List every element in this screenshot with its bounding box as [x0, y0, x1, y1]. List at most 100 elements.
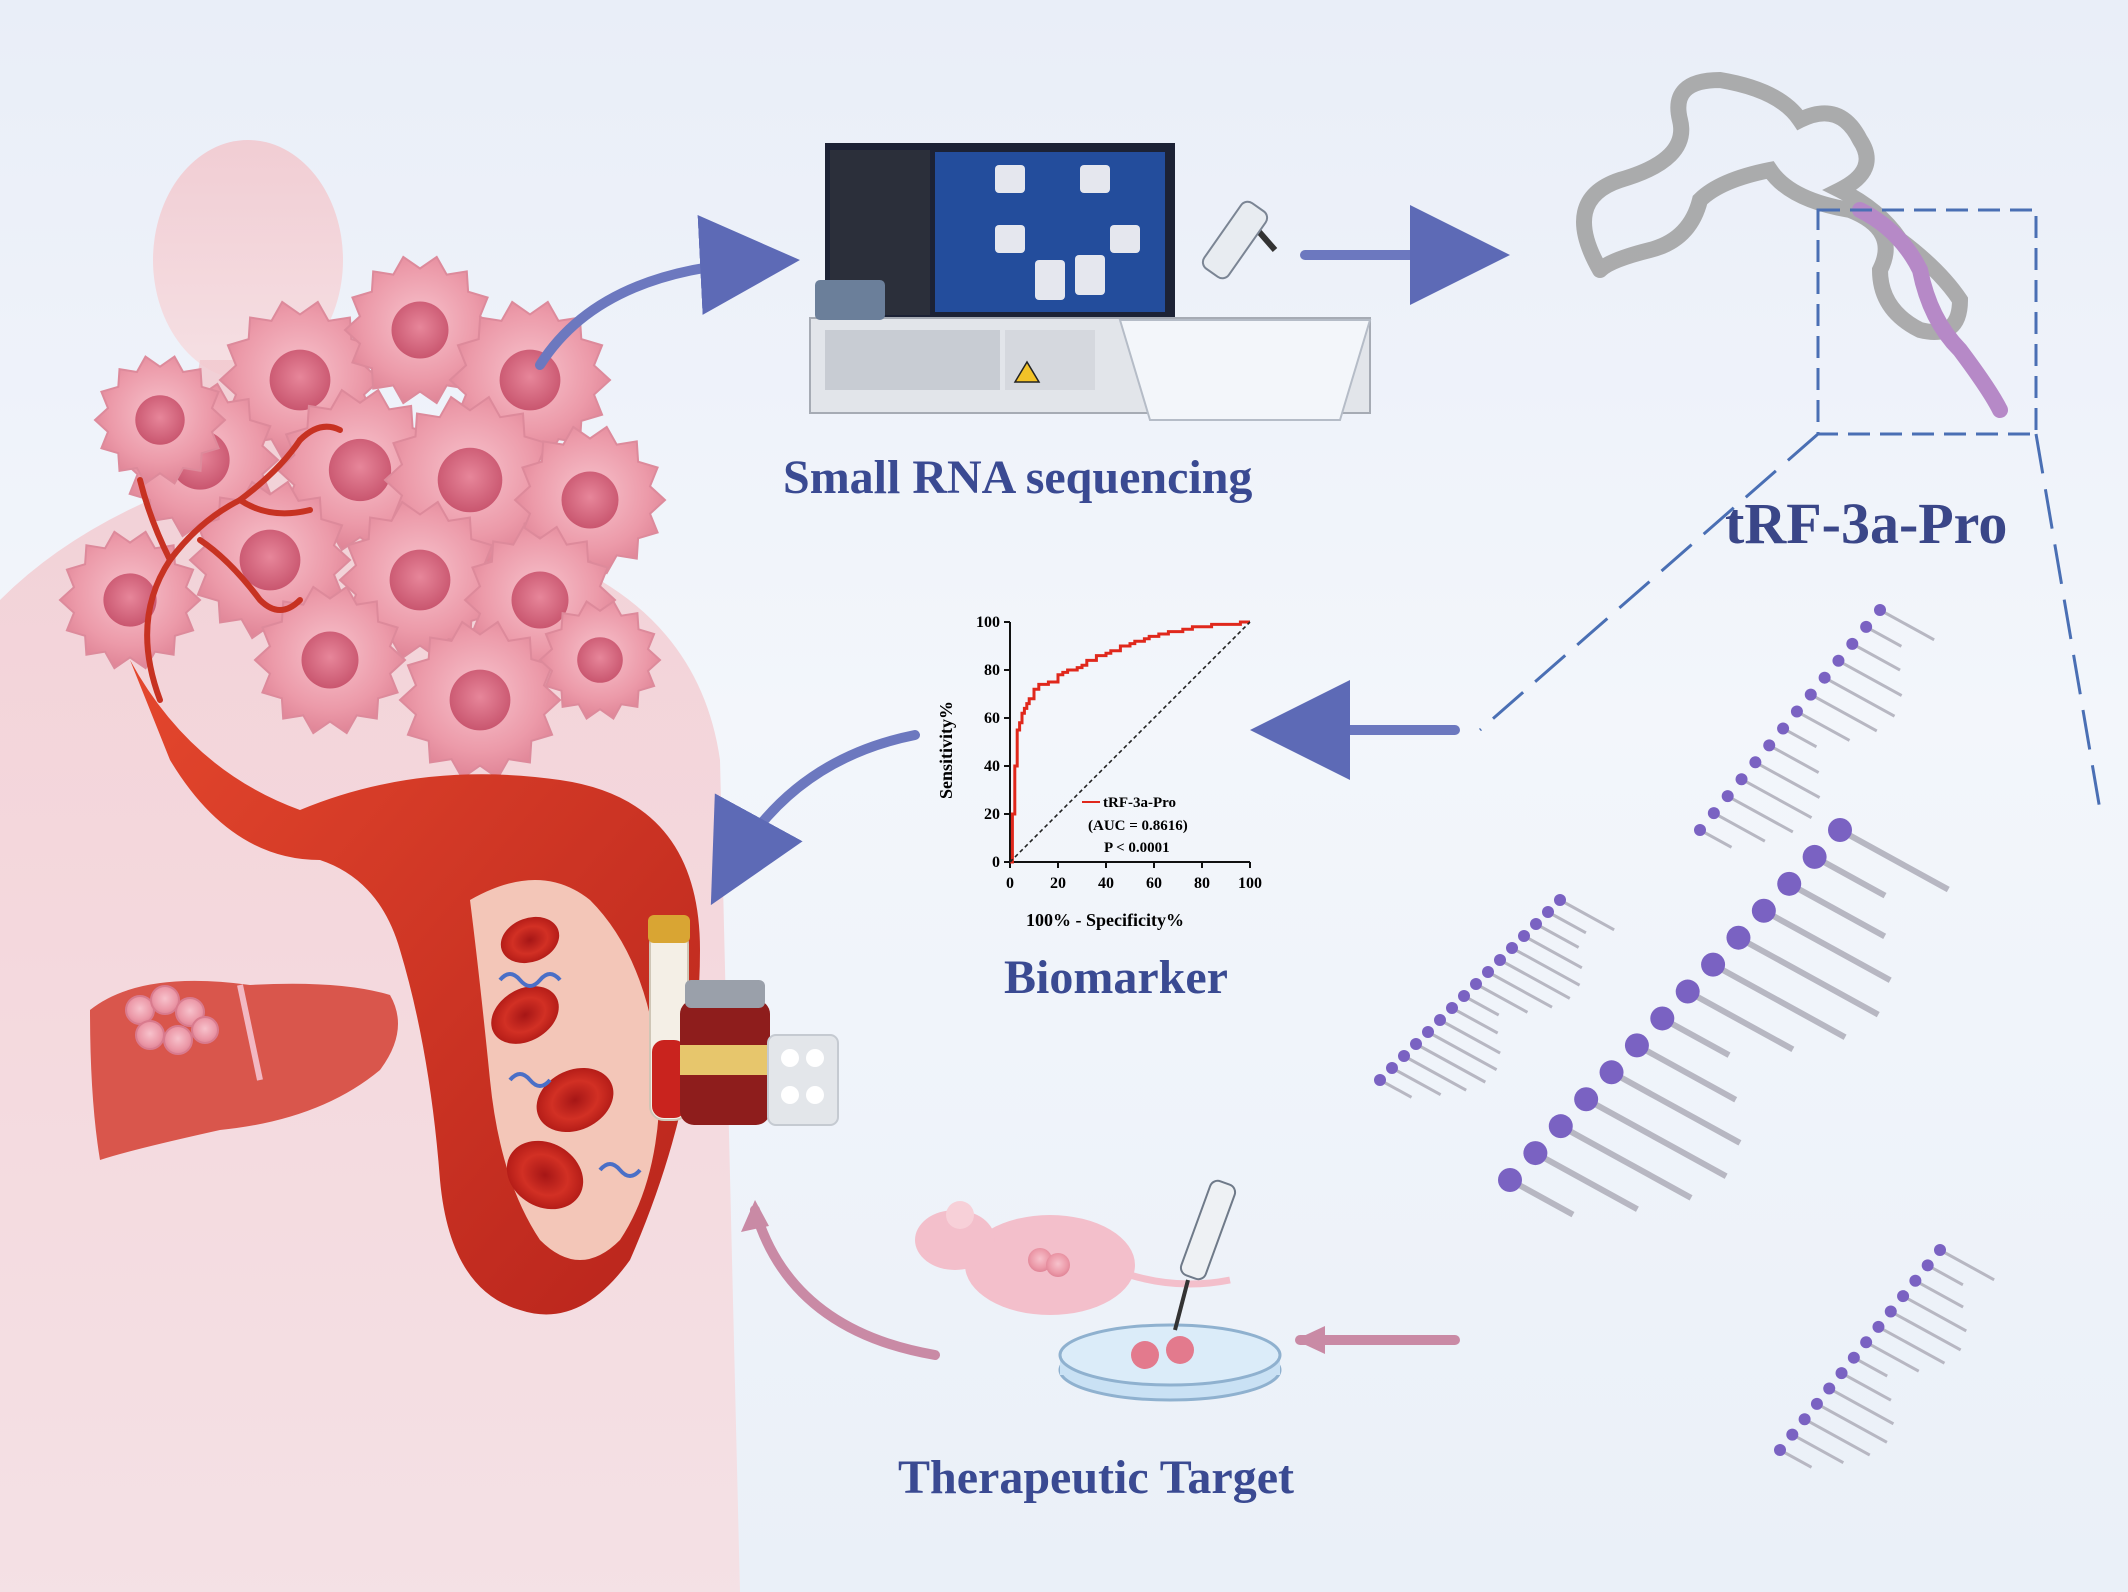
dna-base — [1751, 898, 1776, 923]
dna-rung — [1914, 1279, 1964, 1309]
tumor-cell-nucleus — [103, 573, 157, 627]
dna-base — [1374, 1074, 1386, 1086]
label-biomarker: Biomarker — [1004, 951, 1228, 1004]
dna-base — [1872, 1320, 1885, 1333]
roc-annotation-auc: (AUC = 0.8616) — [1088, 818, 1188, 834]
dna-base — [1749, 756, 1762, 769]
tumor-cell-nucleus — [239, 529, 301, 591]
dna-base — [1810, 1397, 1823, 1410]
dna-rung — [1391, 1066, 1442, 1097]
dna-rung — [1787, 881, 1887, 939]
dna-helices — [1374, 604, 1995, 1469]
dna-base — [1707, 807, 1720, 820]
mouse-and-dish — [915, 1179, 1282, 1402]
roc-x-tick-label: 40 — [1098, 875, 1114, 892]
dna-base — [1548, 1114, 1573, 1139]
dna-rung — [1686, 988, 1795, 1053]
dna-base — [1909, 1274, 1922, 1287]
roc-x-tick-label: 0 — [1006, 875, 1014, 892]
dna-base — [1818, 671, 1831, 684]
dna-base — [1874, 604, 1886, 616]
dna-rung — [1511, 946, 1581, 987]
dna-rung — [1939, 1248, 1995, 1282]
roc-y-label: Sensitivity% — [936, 701, 956, 799]
dna-base — [1735, 773, 1748, 786]
dna-base — [1434, 1014, 1446, 1026]
roc-y-tick-label: 40 — [984, 758, 1000, 775]
dna-base — [1921, 1259, 1934, 1272]
tumor-cell-nucleus — [499, 349, 561, 411]
dna-base — [1832, 654, 1845, 667]
dna-rung — [1754, 760, 1821, 799]
dna-rung — [1926, 1264, 1964, 1287]
flow-arrows — [535, 205, 1510, 1360]
dna-base — [1828, 818, 1852, 842]
roc-y-tick-label: 0 — [992, 854, 1000, 871]
dna-base — [1410, 1038, 1422, 1050]
roc-x-tick-label: 20 — [1050, 875, 1066, 892]
dna-base — [1518, 930, 1530, 942]
roc-plot — [1009, 620, 1251, 864]
dna-rung — [1823, 676, 1896, 718]
dna-base — [1790, 705, 1803, 718]
roc-x-tick-label: 100 — [1238, 875, 1262, 892]
roc-y-tick-label: 60 — [984, 710, 1000, 727]
dna-base — [1386, 1062, 1398, 1074]
rna-strand — [1576, 71, 2008, 418]
tumor-cell-nucleus — [577, 637, 623, 683]
dna-rung — [1660, 1015, 1731, 1058]
dna-base — [1422, 1026, 1434, 1038]
drugs-and-sample — [648, 915, 839, 1126]
dna-rung — [1791, 1433, 1845, 1464]
zoom-box — [1816, 208, 2038, 436]
dna-base — [1482, 966, 1494, 978]
dna-rung — [1902, 1294, 1967, 1333]
dna-base — [1523, 1141, 1548, 1166]
label-small-rna-sequencing: Small RNA sequencing — [783, 451, 1253, 504]
dna-base — [1470, 978, 1482, 990]
roc-y-tick-label: 80 — [984, 662, 1000, 679]
roc-y-tick-label: 100 — [976, 614, 1000, 631]
roc-reference-line — [1009, 621, 1251, 863]
dna-base — [1701, 952, 1726, 977]
dna-rung — [1415, 1042, 1487, 1084]
dna-rung — [1463, 994, 1500, 1017]
dna-rung — [1713, 811, 1766, 843]
dna-base — [1884, 1305, 1897, 1318]
dna-rung — [1865, 1340, 1920, 1373]
roc-x-tick-label: 80 — [1194, 875, 1210, 892]
dna-rung — [1853, 1356, 1888, 1378]
dna-base — [1650, 1006, 1675, 1031]
dna-base — [1847, 1351, 1860, 1364]
tumor-cell-nucleus — [561, 471, 619, 529]
zoom-line-right — [2034, 433, 2102, 811]
dna-rung — [1439, 1018, 1501, 1055]
roc-annotation-p: P < 0.0001 — [1104, 840, 1170, 856]
dna-rung — [1838, 827, 1950, 893]
tumor-cell-nucleus — [391, 301, 449, 359]
dna-base — [1774, 1444, 1786, 1456]
dna-rung — [1837, 659, 1903, 697]
roc-curve — [1010, 620, 1250, 864]
label-therapeutic-target: Therapeutic Target — [898, 1451, 1294, 1504]
tumor-cell-nucleus — [449, 669, 511, 731]
dna-base — [1624, 1033, 1649, 1058]
tumor-cell-nucleus — [328, 438, 392, 502]
dna-base — [1498, 1168, 1522, 1192]
dna-rung — [1737, 935, 1880, 1018]
dna-base — [1823, 1382, 1836, 1395]
dna-base — [1777, 722, 1790, 735]
roc-y-tick-label: 20 — [984, 806, 1000, 823]
dna-rung — [1559, 898, 1615, 932]
tumor-cell-nucleus — [135, 395, 185, 445]
dna-rung — [1535, 922, 1580, 949]
tumor-cell-nucleus — [389, 549, 451, 611]
dna-rung — [1890, 1310, 1962, 1352]
dna-rung — [1865, 625, 1903, 648]
dna-rung — [1726, 794, 1794, 834]
dna-base — [1860, 1336, 1873, 1349]
dna-rung — [1740, 777, 1813, 820]
